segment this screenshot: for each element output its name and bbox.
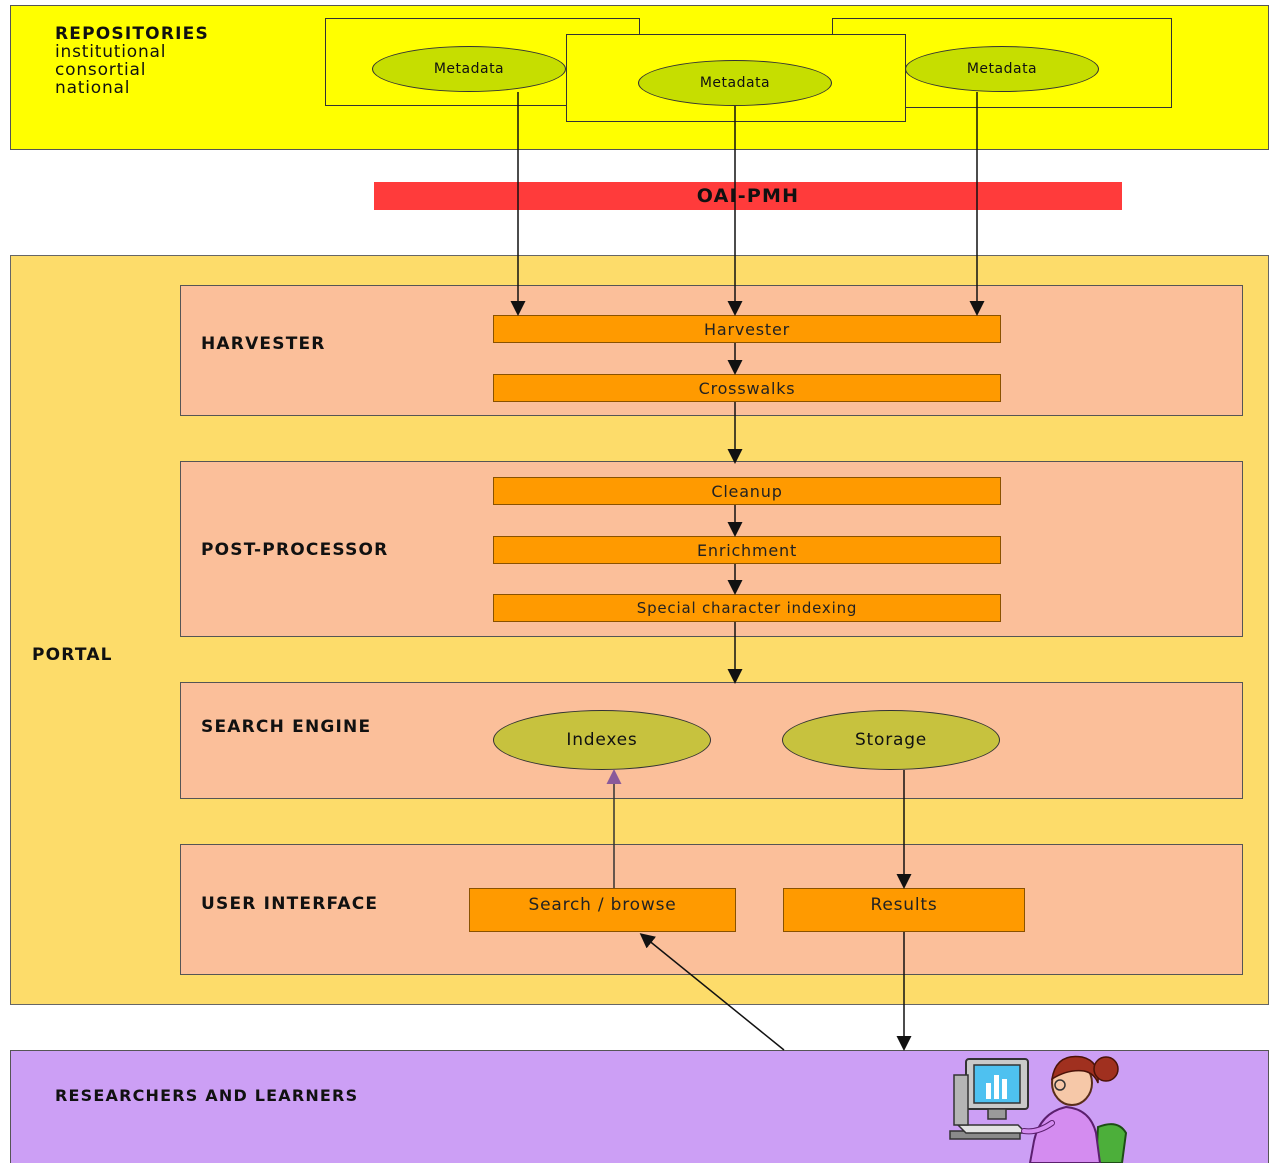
- harvester-box: Harvester: [493, 315, 1001, 343]
- repositories-type-national: national: [55, 78, 131, 98]
- metadata-ellipse-2: Metadata: [638, 60, 832, 106]
- enrichment-box: Enrichment: [493, 536, 1001, 564]
- oai-pmh-bar: OAI-PMH: [374, 182, 1122, 210]
- metadata-ellipse-1: Metadata: [372, 46, 566, 92]
- oai-pmh-label: OAI-PMH: [696, 185, 800, 207]
- indexes-ellipse: Indexes: [493, 710, 711, 770]
- enrichment-box-label: Enrichment: [696, 540, 798, 560]
- search-browse-label: Search / browse: [528, 895, 677, 915]
- post-processor-stage-title: POST-PROCESSOR: [201, 540, 389, 560]
- cleanup-box: Cleanup: [493, 477, 1001, 505]
- search-engine-stage: [180, 682, 1243, 799]
- researchers-title: RESEARCHERS AND LEARNERS: [55, 1086, 359, 1105]
- results-label: Results: [870, 895, 938, 915]
- repositories-title: REPOSITORIES: [55, 24, 209, 44]
- user-interface-stage-title: USER INTERFACE: [201, 894, 379, 914]
- crosswalks-box: Crosswalks: [493, 374, 1001, 402]
- special-character-indexing-box: Special character indexing: [493, 594, 1001, 622]
- special-character-indexing-label: Special character indexing: [636, 599, 858, 617]
- metadata-label-1: Metadata: [433, 61, 505, 77]
- search-engine-stage-title: SEARCH ENGINE: [201, 717, 372, 737]
- crosswalks-box-label: Crosswalks: [698, 378, 796, 398]
- harvester-box-label: Harvester: [704, 319, 790, 339]
- metadata-ellipse-3: Metadata: [905, 46, 1099, 92]
- storage-ellipse: Storage: [782, 710, 1000, 770]
- harvester-stage-title: HARVESTER: [201, 334, 326, 354]
- indexes-label: Indexes: [566, 730, 638, 750]
- cleanup-box-label: Cleanup: [711, 481, 783, 501]
- repositories-type-consortial: consortial: [55, 60, 147, 80]
- repositories-type-institutional: institutional: [55, 42, 167, 62]
- person-at-computer-icon: [949, 1055, 1128, 1163]
- portal-title: PORTAL: [32, 645, 113, 665]
- search-browse-box: Search / browse: [469, 888, 736, 932]
- results-box: Results: [783, 888, 1025, 932]
- arrow-users-to-search-browse: [639, 933, 785, 1051]
- metadata-label-2: Metadata: [699, 75, 771, 91]
- storage-label: Storage: [854, 730, 928, 750]
- metadata-label-3: Metadata: [966, 61, 1038, 77]
